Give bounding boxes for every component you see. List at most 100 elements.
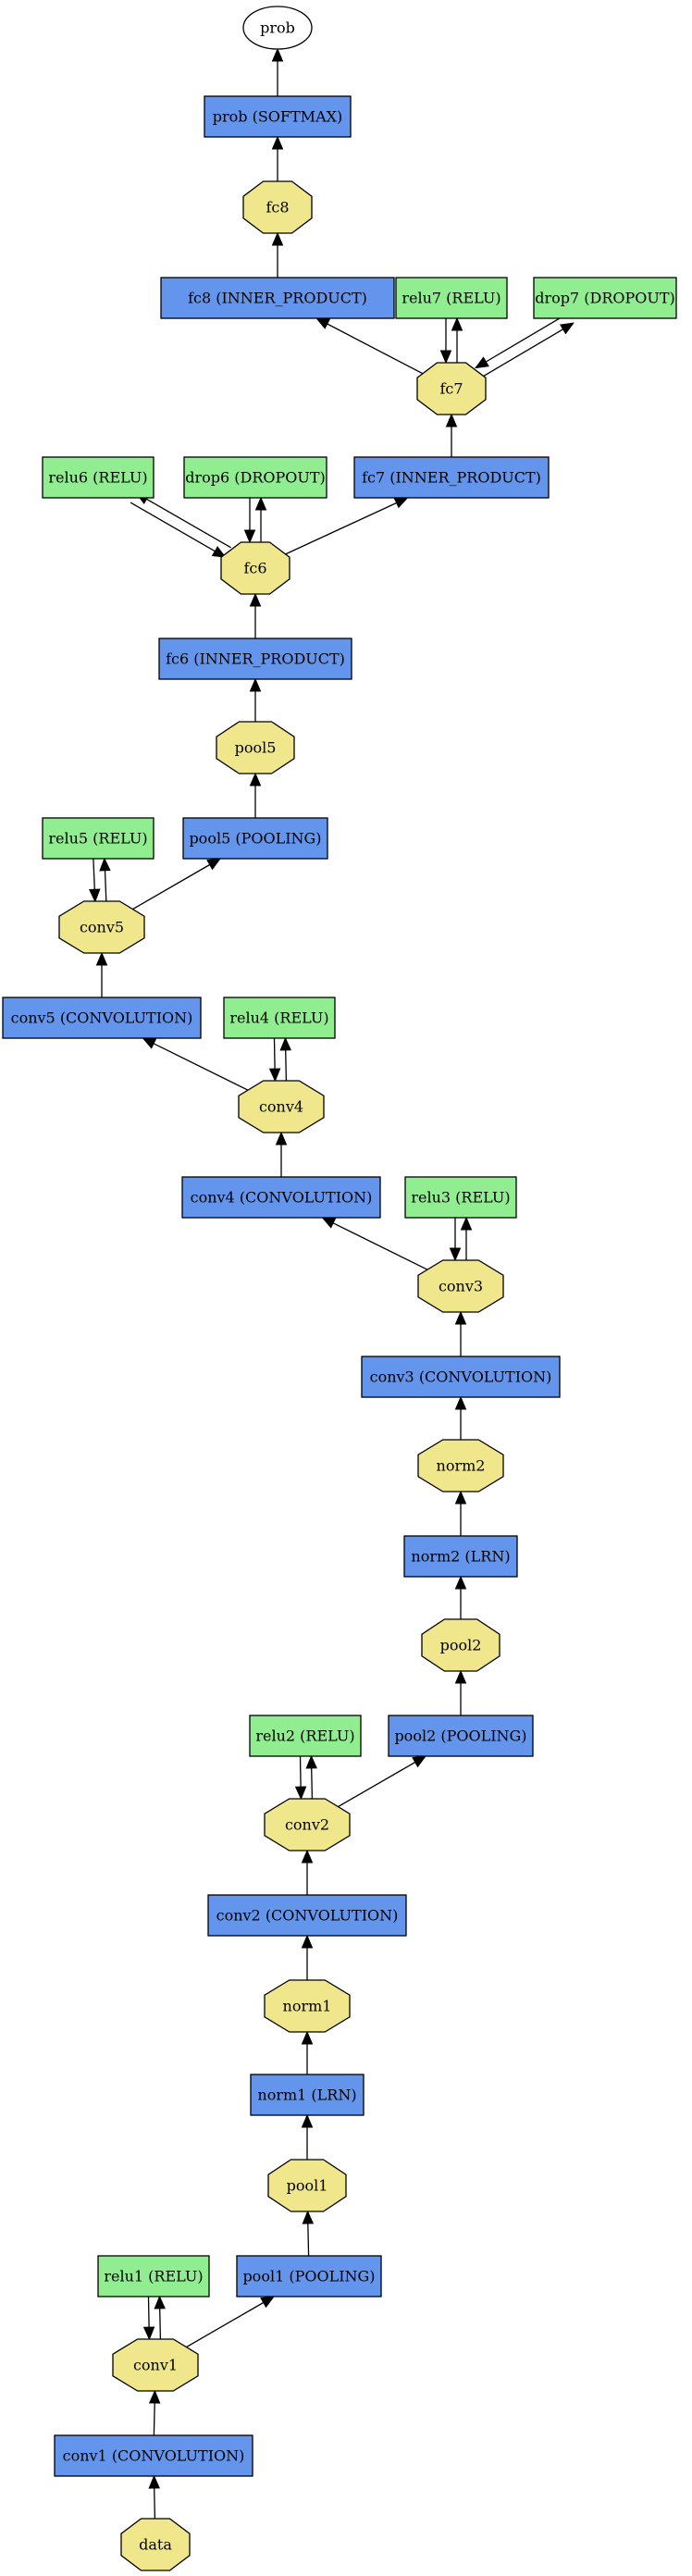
arrowhead [454, 1669, 467, 1684]
blob-octagon [417, 1439, 504, 1492]
arrowhead [271, 231, 284, 246]
blob-octagon [421, 1618, 500, 1672]
edge-conv4_blob-to-conv5_layer [142, 1037, 249, 1091]
layer-box [361, 1356, 561, 1398]
edge-relu6-to-fc6_blob [130, 502, 227, 558]
edge-pool5_blob-to-fc6_layer [249, 677, 262, 722]
node-pool1-layer: pool1 (POOLING) [236, 2255, 382, 2297]
edge-fc7_blob-to-relu7 [451, 316, 463, 363]
node-conv2-layer: conv2 (CONVOLUTION) [207, 1894, 407, 1937]
edge-norm1_layer-to-norm1_blob [301, 2030, 314, 2074]
layer-box [182, 817, 328, 860]
node-relu3: relu3 (RELU) [404, 1176, 517, 1219]
arrowhead [302, 2210, 315, 2224]
arrowhead [454, 1310, 467, 1325]
edge-pool2_layer-to-pool2_blob [454, 1669, 467, 1715]
edge-conv4_layer-to-conv4_blob [275, 1131, 288, 1177]
arrowhead [89, 888, 101, 903]
node-conv1-layer: conv1 (CONVOLUTION) [54, 2434, 253, 2477]
arrowhead [305, 1754, 317, 1769]
arrowhead [271, 47, 284, 62]
node-label: conv1 [133, 2357, 178, 2374]
node-label: prob [260, 19, 295, 37]
edge-drop6-to-fc6_blob [243, 498, 256, 544]
node-label: fc6 [243, 560, 266, 577]
activation-box [42, 817, 154, 860]
edge-conv2_blob-to-relu2 [305, 1754, 317, 1799]
arrowhead [393, 497, 409, 509]
arrowhead [211, 546, 227, 558]
edge-relu4-to-conv4_blob [268, 1038, 281, 1083]
node-norm2-layer: norm2 (LRN) [403, 1535, 518, 1578]
node-label: norm2 (LRN) [411, 1548, 510, 1566]
node-label: norm1 (LRN) [257, 2087, 356, 2104]
edge-conv1_blob-to-pool1_layer [185, 2296, 276, 2348]
arrowhead [445, 413, 458, 427]
node-norm2-blob: norm2 [417, 1439, 504, 1492]
node-conv5-layer: conv5 (CONVOLUTION) [2, 997, 202, 1039]
node-label: pool5 (POOLING) [189, 830, 321, 848]
arrowhead [142, 1037, 157, 1049]
layer-box [2, 997, 202, 1039]
activation-box [395, 277, 508, 319]
edge-pool2_blob-to-norm2_layer [454, 1575, 467, 1619]
edge-data_blob-to-conv1_layer [148, 2474, 160, 2520]
activation-box [404, 1176, 517, 1219]
arrowhead [474, 356, 489, 369]
edge-relu5-to-conv5_blob [89, 859, 101, 903]
node-norm1-layer: norm1 (LRN) [250, 2074, 365, 2116]
node-label: pool2 [440, 1637, 482, 1654]
blob-octagon [264, 1798, 351, 1852]
node-pool5-blob: pool5 [216, 721, 295, 774]
arrowhead [454, 1575, 467, 1590]
activation-box [249, 1715, 362, 1757]
edge-conv1_blob-to-relu1 [154, 2295, 166, 2339]
node-label: conv4 (CONVOLUTION) [191, 1189, 373, 1207]
arrowhead [249, 592, 262, 607]
edge-conv5_blob-to-relu5 [99, 857, 111, 901]
node-label: drop6 (DROPOUT) [185, 469, 326, 487]
arrowhead [142, 2326, 155, 2341]
arrowhead [449, 1247, 462, 1262]
arrowhead [260, 2296, 276, 2309]
edge-conv5_blob-to-pool5_layer [131, 858, 222, 910]
node-norm1-blob: norm1 [264, 1979, 351, 2033]
edge-conv1_layer-to-conv1_blob [148, 2389, 161, 2436]
arrowhead [412, 1755, 427, 1768]
node-label: relu4 (RELU) [229, 1009, 328, 1027]
node-label: relu1 (RELU) [104, 2268, 203, 2285]
node-label: norm2 [437, 1457, 486, 1475]
arrowhead [451, 316, 463, 331]
layer-box [250, 2074, 365, 2116]
arrowhead [271, 135, 284, 150]
node-pool5-layer: pool5 (POOLING) [182, 817, 328, 860]
blob-octagon [120, 2518, 191, 2571]
node-label: pool1 (POOLING) [242, 2268, 375, 2285]
layer-box [54, 2434, 253, 2477]
edge-relu3-to-conv3_blob [449, 1218, 462, 1262]
node-label: relu5 (RELU) [48, 830, 147, 848]
node-label: conv3 [439, 1278, 483, 1295]
arrowhead [249, 677, 262, 692]
blob-octagon [267, 2159, 347, 2212]
node-label: data [139, 2536, 172, 2554]
node-drop7: drop7 (DROPOUT) [533, 277, 677, 319]
node-label: norm1 [283, 1998, 332, 2015]
layer-box [236, 2255, 382, 2297]
edge-fc8_layer-to-fc8_blob [271, 231, 284, 278]
blob-octagon [58, 900, 145, 954]
blob-octagon [216, 721, 295, 774]
blob-octagon [238, 1080, 325, 1133]
edge-relu7-to-fc7_blob [439, 318, 452, 365]
arrowhead [279, 1036, 291, 1051]
node-label: pool1 [287, 2177, 328, 2195]
node-relu2: relu2 (RELU) [249, 1715, 362, 1757]
node-label: conv3 (CONVOLUTION) [370, 1368, 552, 1386]
node-conv2-blob: conv2 [264, 1798, 351, 1852]
node-relu4: relu4 (RELU) [223, 997, 336, 1039]
arrowhead [95, 951, 108, 966]
edge-relu2-to-conv2_blob [294, 1756, 307, 1801]
edge-conv3_layer-to-conv3_blob [454, 1310, 467, 1356]
node-label: conv5 [80, 919, 124, 936]
